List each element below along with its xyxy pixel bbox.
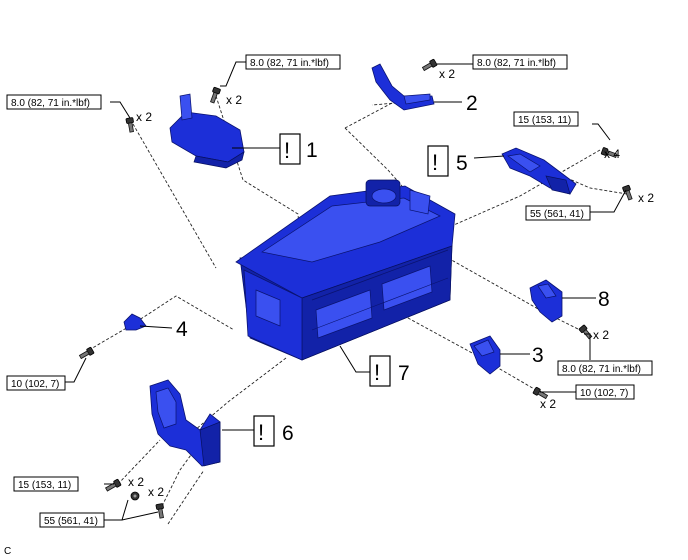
torque-spec-p5-nut: 55 (561, 41) (525, 205, 591, 221)
callout-4: 4 (176, 318, 188, 341)
callout-8: 8 (598, 288, 610, 311)
torque-spec-p1-left-text: 8.0 (82, 71 in.*lbf) (11, 98, 90, 109)
qty-p1: x 2 (226, 93, 242, 107)
callout-7: 7 (398, 362, 410, 385)
qty-p5-bolt: x 4 (604, 147, 620, 161)
bolt-icon-p6-lower (155, 503, 164, 519)
callout-2: 2 (466, 92, 478, 115)
part-3-bracket (469, 335, 501, 375)
bolt-icon-p5 (600, 147, 618, 158)
torque-spec-p1-left: 8.0 (82, 71 in.*lbf) (6, 94, 102, 110)
part-4-small-bracket (123, 313, 147, 331)
warning-box-p7: ! (369, 355, 391, 387)
torque-spec-p1-text: 8.0 (82, 71 in.*lbf) (250, 58, 329, 69)
qty-p8: x 2 (593, 328, 609, 342)
torque-spec-p5-bolt: 15 (153, 11) (513, 111, 579, 127)
torque-spec-p6-nut: 55 (561, 41) (39, 512, 105, 528)
warning-icon-p7: ! (374, 360, 380, 385)
torque-spec-p6-nut-text: 55 (561, 41) (44, 516, 98, 527)
torque-spec-p8-text: 8.0 (82, 71 in.*lbf) (562, 364, 641, 375)
bolt-icon-p8 (578, 324, 593, 340)
part-1-cover-bracket (169, 93, 245, 169)
callout-3: 3 (532, 344, 544, 367)
inverter-assembly (235, 179, 456, 361)
quantity-labels: x 2 x 2 x 2 x 4 x 2 x 2 x 2 x 2 x 2 (128, 67, 654, 499)
callout-1: 1 (306, 139, 318, 162)
bolt-icon-p4 (78, 346, 95, 360)
qty-p2: x 2 (439, 67, 455, 81)
warning-icon-p5: ! (432, 150, 438, 175)
warning-icon-p1: ! (284, 138, 290, 163)
part-8-bracket (529, 279, 563, 323)
figure-code: C (4, 546, 11, 557)
callout-5: 5 (456, 152, 468, 175)
torque-spec-p6-bolt: 15 (153, 11) (13, 476, 79, 492)
qty-p5-nut: x 2 (638, 191, 654, 205)
part-6-mount-bracket (149, 379, 221, 467)
torque-spec-p3: 10 (102, 7) (575, 384, 635, 400)
torque-spec-p3-text: 10 (102, 7) (580, 388, 628, 399)
torque-spec-p5-bolt-text: 15 (153, 11) (518, 115, 571, 126)
torque-spec-p8: 8.0 (82, 71 in.*lbf) (557, 360, 653, 376)
bolt-icon-p1-left (125, 117, 134, 133)
bolt-icon-p3 (532, 386, 549, 400)
warning-box-p6: ! (253, 415, 275, 447)
qty-p1-left: x 2 (136, 110, 152, 124)
leader-lines (64, 61, 627, 521)
part-2-bracket (371, 63, 435, 111)
torque-spec-p6-bolt-text: 15 (153, 11) (18, 480, 71, 491)
bolt-icon-p2 (421, 58, 438, 72)
torque-spec-p1: 8.0 (82, 71 in.*lbf) (245, 54, 341, 70)
warning-box-p5: ! (427, 145, 449, 177)
torque-spec-p4-text: 10 (102, 7) (11, 379, 59, 390)
nut-icon-p6 (130, 491, 140, 501)
torque-spec-p2: 8.0 (82, 71 in.*lbf) (472, 54, 568, 70)
callout-numbers: 1 2 3 4 5 6 7 8 (176, 92, 610, 445)
qty-p6-nut: x 2 (148, 485, 164, 499)
bolt-icon-p6 (105, 478, 122, 492)
warning-box-p1: ! (279, 133, 301, 165)
warning-icon-p6: ! (258, 420, 264, 445)
callout-6: 6 (282, 422, 294, 445)
torque-spec-p2-text: 8.0 (82, 71 in.*lbf) (477, 58, 556, 69)
torque-spec-p4: 10 (102, 7) (6, 375, 66, 391)
nut-icon-p5 (622, 184, 633, 201)
bolt-icon-p1 (210, 86, 221, 104)
part-5-mount-bracket (501, 147, 577, 195)
torque-spec-p5-nut-text: 55 (561, 41) (530, 209, 584, 220)
qty-p3: x 2 (540, 397, 556, 411)
qty-p6-bolt: x 2 (128, 475, 144, 489)
